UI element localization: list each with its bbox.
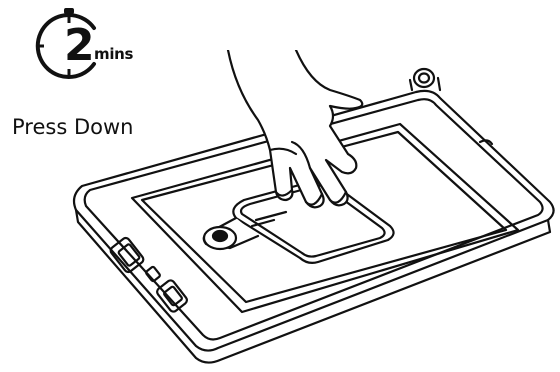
tablet-mount-illustration	[60, 50, 560, 367]
